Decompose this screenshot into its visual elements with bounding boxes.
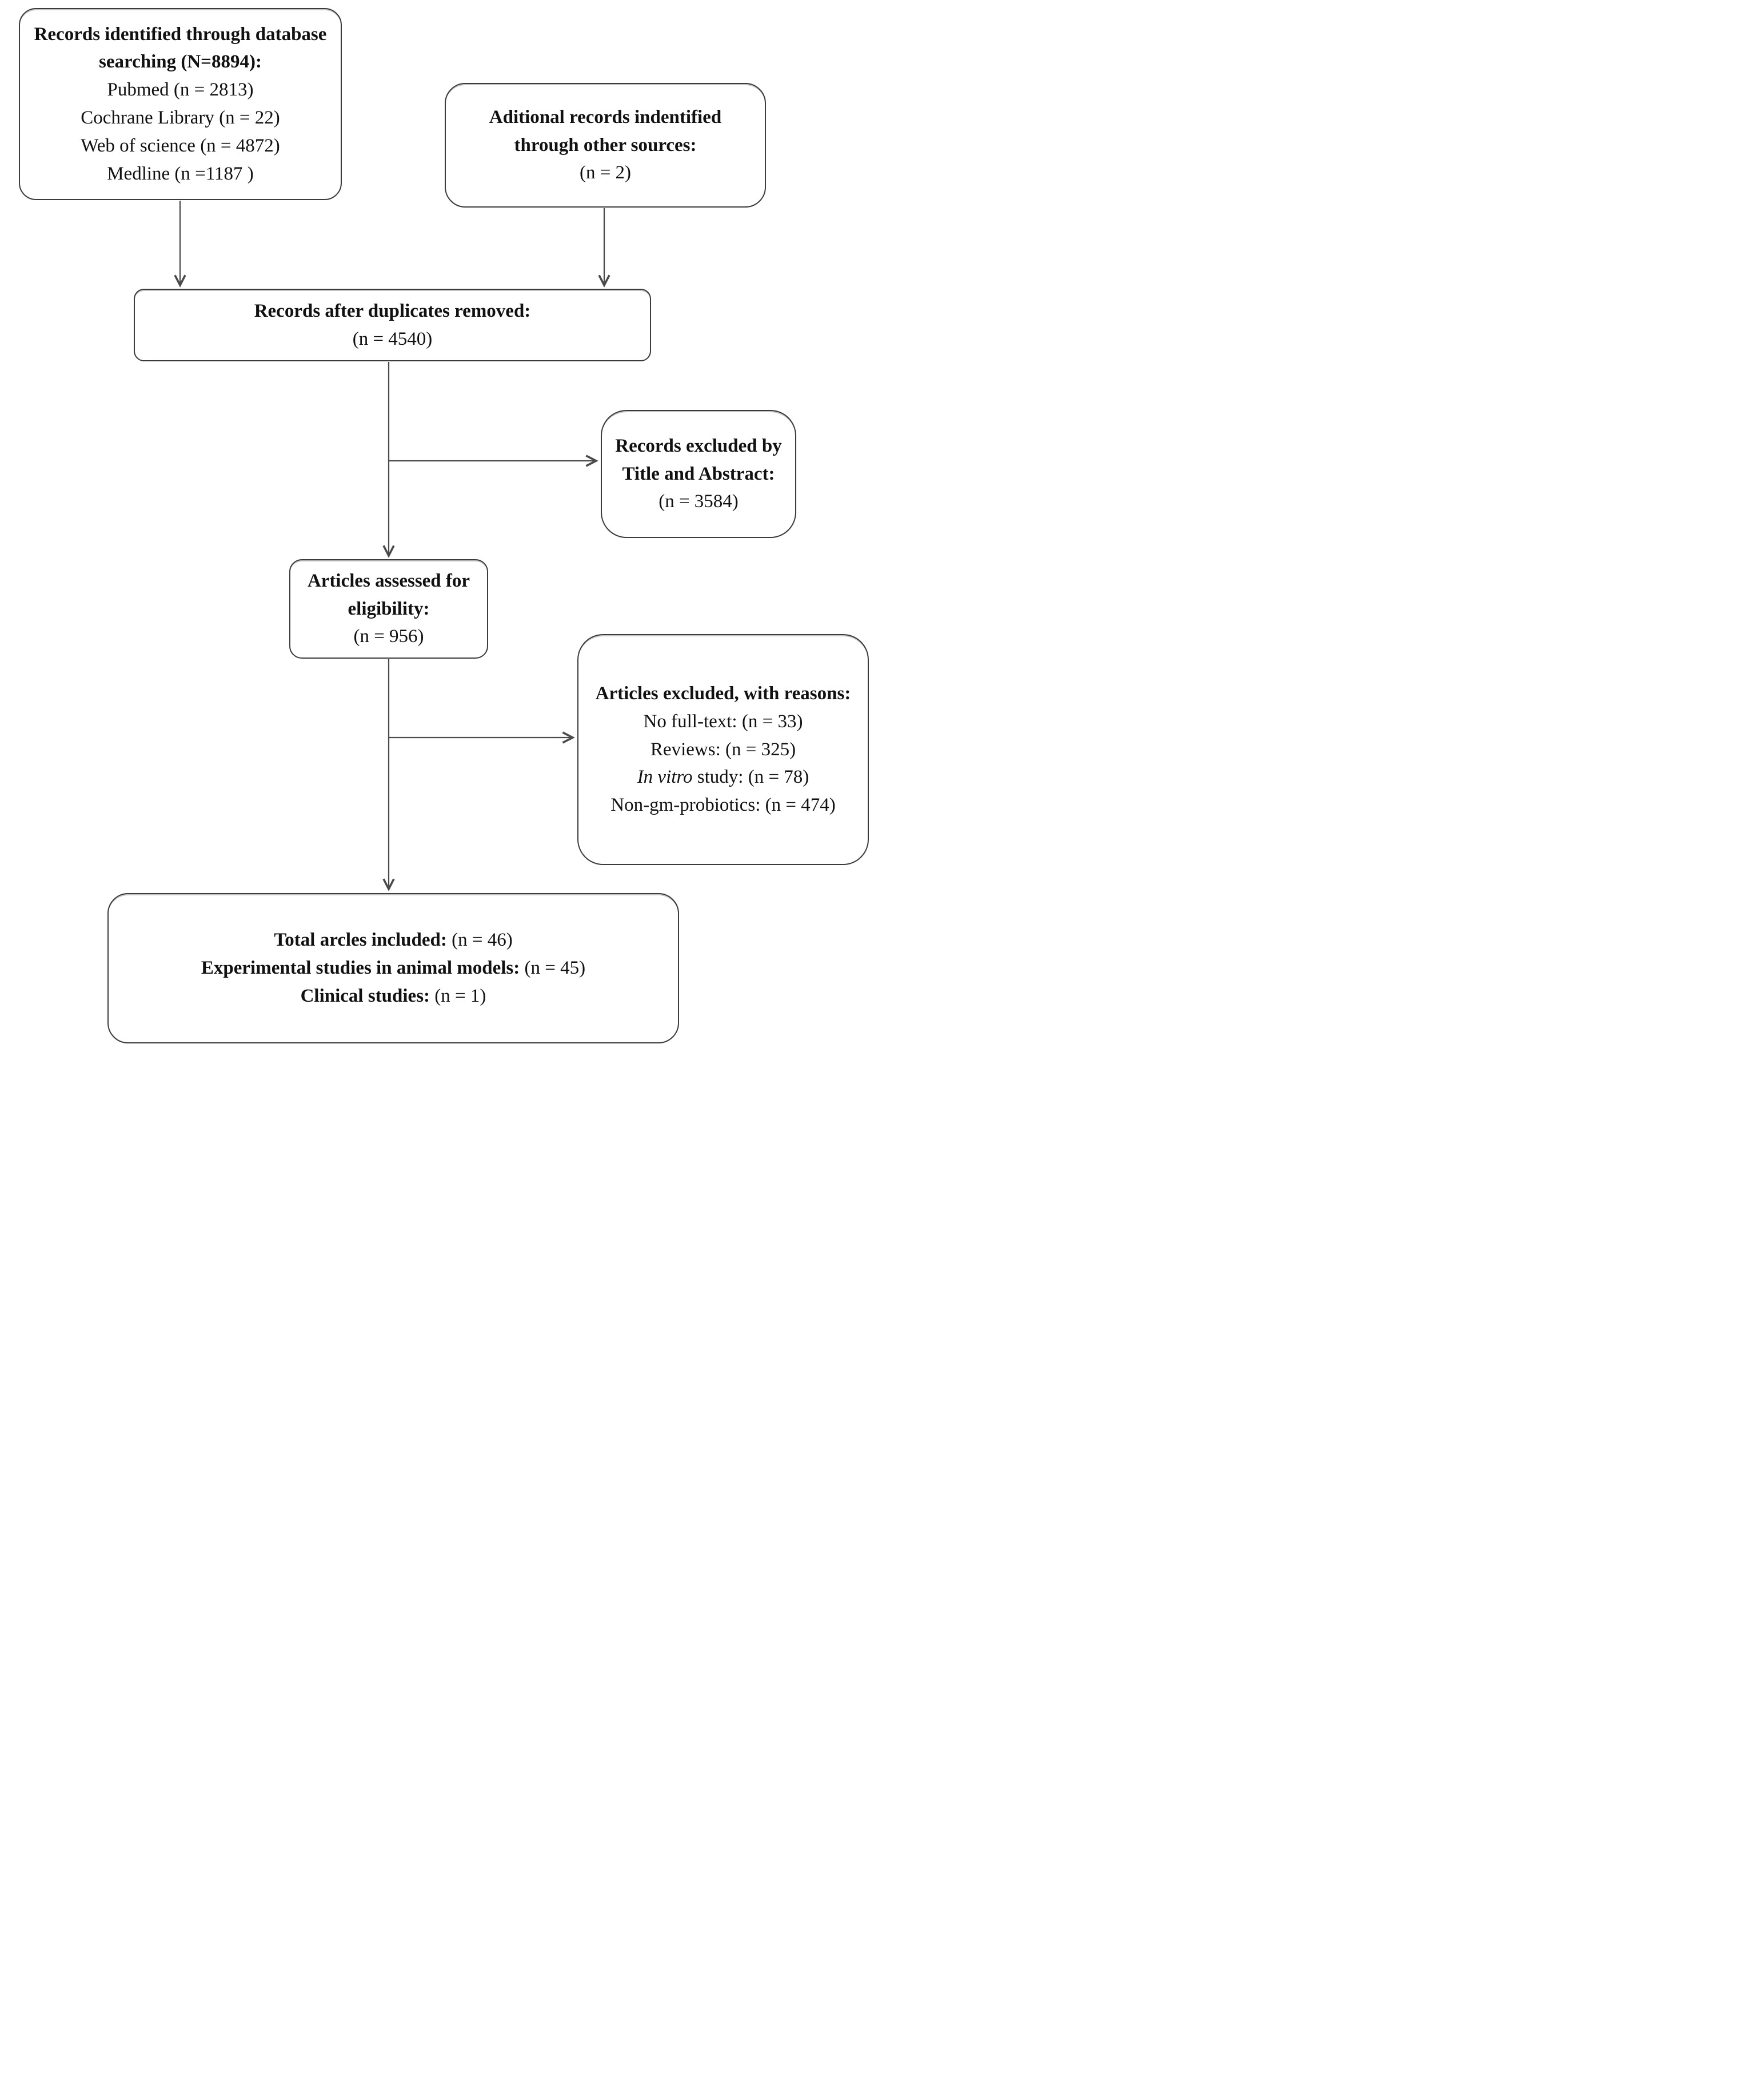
box-included: Total arcles included: (n = 46) Experime…: [107, 893, 679, 1043]
excluded-reasons-title: Articles excluded, with reasons:: [595, 683, 851, 704]
reason-no-full-text: No full-text: (n = 33): [643, 711, 803, 732]
duplicates-removed-count: (n = 4540): [352, 328, 433, 349]
source-medline: Medline (n =1187 ): [107, 163, 254, 184]
box-duplicates-removed: Records after duplicates removed: (n = 4…: [134, 289, 651, 361]
prisma-flow-diagram: Records identified through database sear…: [0, 0, 882, 1044]
included-total-line: Total arcles included: (n = 46): [274, 926, 512, 954]
source-cochrane: Cochrane Library (n = 22): [81, 107, 280, 128]
flow-connectors: [174, 201, 610, 891]
in-vitro-rest: study: (n = 78): [692, 767, 809, 788]
included-experimental-count: (n = 45): [520, 958, 586, 979]
included-clinical-label: Clinical studies:: [300, 985, 430, 1006]
in-vitro-italic: In vitro: [637, 767, 693, 788]
excluded-title-abstract-count: (n = 3584): [658, 491, 739, 512]
included-total-count: (n = 46): [446, 930, 513, 951]
reason-in-vitro: In vitro study: (n = 78): [637, 763, 809, 791]
source-web-of-science: Web of science (n = 4872): [81, 135, 280, 156]
included-total-label: Total arcles included:: [274, 930, 447, 951]
other-sources-count: (n = 2): [579, 162, 632, 184]
box-other-sources: Aditional records indentified through ot…: [445, 83, 766, 208]
included-experimental-label: Experimental studies in animal models:: [201, 958, 520, 979]
other-sources-title: Aditional records indentified through ot…: [489, 106, 722, 156]
eligibility-title: Articles assessed for eligibility:: [307, 570, 470, 619]
source-pubmed: Pubmed (n = 2813): [107, 79, 254, 101]
duplicates-removed-title: Records after duplicates removed:: [254, 300, 531, 321]
reason-non-gm-probiotics: Non-gm-probiotics: (n = 474): [610, 795, 836, 816]
box-excluded-reasons: Articles excluded, with reasons: No full…: [577, 634, 869, 865]
box-excluded-title-abstract: Records excluded by Title and Abstract: …: [601, 410, 796, 538]
included-clinical-line: Clinical studies: (n = 1): [301, 982, 486, 1010]
eligibility-count: (n = 956): [353, 626, 424, 647]
box-records-identified: Records identified through database sear…: [19, 8, 342, 200]
included-experimental-line: Experimental studies in animal models: (…: [201, 954, 585, 982]
excluded-title-abstract-title: Records excluded by Title and Abstract:: [615, 435, 782, 484]
records-identified-title: Records identified through database sear…: [34, 23, 327, 73]
box-eligibility: Articles assessed for eligibility: (n = …: [289, 559, 488, 659]
included-clinical-count: (n = 1): [430, 985, 486, 1006]
reason-reviews: Reviews: (n = 325): [650, 739, 796, 760]
